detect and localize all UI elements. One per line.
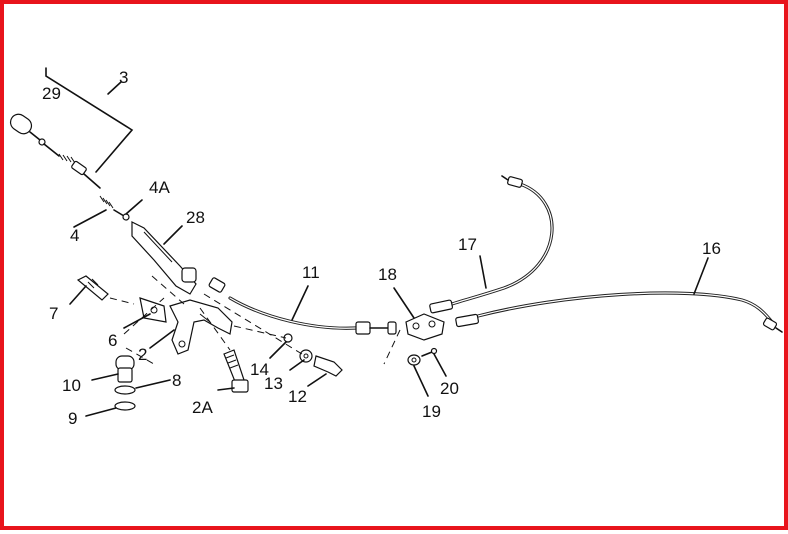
assembly-dashed-lines	[109, 275, 401, 365]
callout-8: 8	[172, 371, 181, 390]
callout-28: 28	[186, 208, 205, 227]
handle-assembly	[9, 113, 197, 295]
callout-11: 11	[302, 263, 320, 282]
parking-brake-exploded-diagram: 3 29 4A 4 28 7 6 2 10 8 9 2A 14 13 12 11…	[9, 67, 783, 428]
callout-20: 20	[440, 379, 459, 398]
callout-10: 10	[62, 376, 81, 395]
callout-17: 17	[458, 235, 477, 254]
callout-2: 2	[138, 345, 147, 364]
callout-7: 7	[49, 304, 58, 323]
callout-6: 6	[108, 331, 117, 350]
callout-18: 18	[378, 265, 397, 284]
rear-cable-17	[429, 175, 554, 314]
group-3-bracket	[45, 67, 134, 173]
parts-12-13-14	[283, 333, 343, 377]
callout-4: 4	[70, 226, 79, 245]
callout-4A: 4A	[149, 178, 170, 197]
support-part-2	[169, 299, 233, 355]
equalizer-part-18	[405, 313, 445, 341]
callout-9: 9	[68, 409, 77, 428]
callout-3: 3	[119, 68, 128, 87]
callout-12: 12	[288, 387, 307, 406]
callout-labels: 3 29 4A 4 28 7 6 2 10 8 9 2A 14 13 12 11…	[42, 68, 721, 428]
pin-part-7	[76, 275, 109, 301]
bolt-part-2A	[223, 349, 249, 393]
main-cable-11	[208, 277, 397, 335]
callout-29: 29	[42, 84, 61, 103]
callout-13: 13	[264, 374, 283, 393]
fastener-stack	[114, 355, 136, 411]
rear-cable-16	[455, 291, 783, 333]
callout-2A: 2A	[192, 398, 213, 417]
nut-and-stud	[407, 347, 438, 366]
leader-lines	[69, 199, 709, 417]
callout-19: 19	[422, 402, 441, 421]
bracket-part-6	[139, 297, 167, 323]
callout-14: 14	[250, 360, 269, 379]
handle-knob-part	[9, 113, 33, 135]
callout-16: 16	[702, 239, 721, 258]
